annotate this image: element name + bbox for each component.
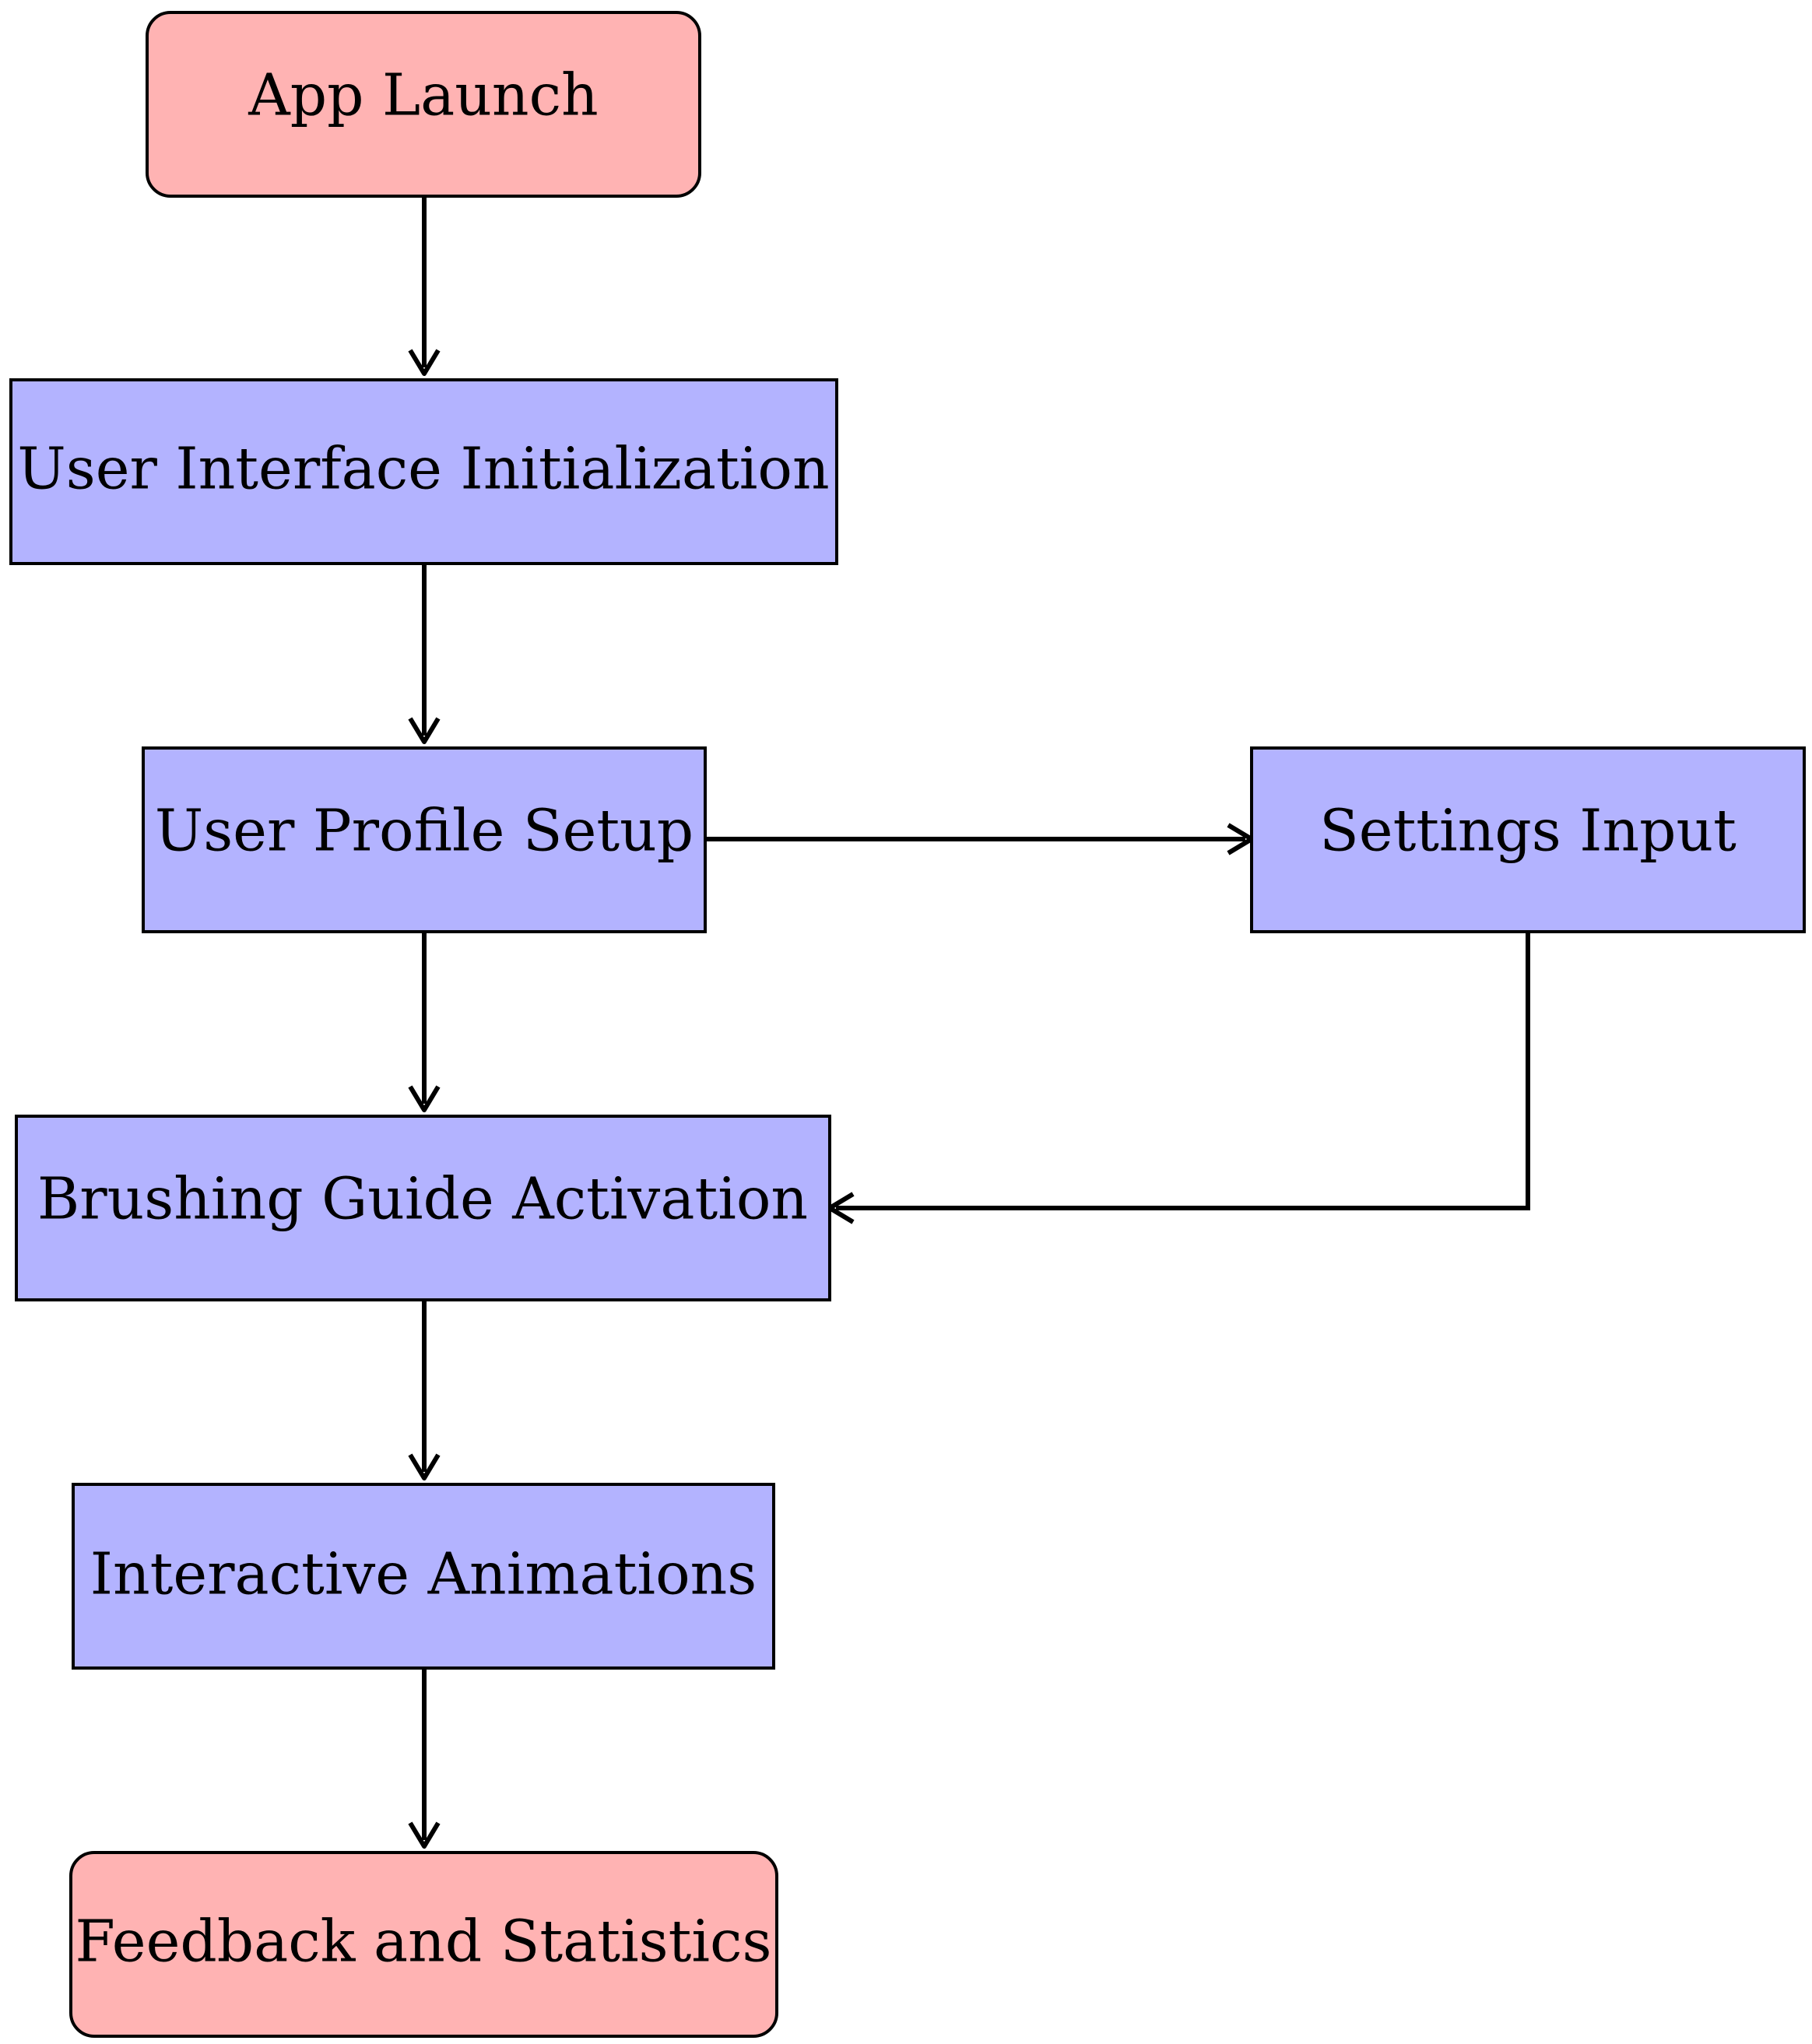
edge-brushing-guide-to-animations [408, 1300, 441, 1480]
node-profile-setup-label: User Profile Setup [155, 797, 694, 864]
edge-app-launch-to-ui-init [408, 196, 441, 376]
node-ui-init: User Interface Initialization [9, 378, 838, 565]
node-settings-input: Settings Input [1250, 746, 1806, 933]
node-brushing-guide-label: Brushing Guide Activation [37, 1165, 808, 1232]
node-animations-label: Interactive Animations [90, 1540, 757, 1607]
node-settings-input-label: Settings Input [1319, 797, 1736, 864]
edge-ui-init-to-profile-setup [408, 564, 441, 744]
nodes: App Launch User Interface Initialization… [9, 11, 1806, 2038]
node-animations-box [72, 1483, 775, 1670]
edge-profile-setup-to-settings-input [705, 823, 1254, 855]
node-settings-input-box [1250, 746, 1806, 933]
node-feedback: Feedback and Statistics [69, 1851, 778, 2038]
node-animations: Interactive Animations [72, 1483, 775, 1670]
edge-animations-to-feedback [408, 1668, 441, 1849]
node-brushing-guide: Brushing Guide Activation [15, 1115, 831, 1301]
node-profile-setup: User Profile Setup [142, 746, 707, 933]
edge-settings-input-to-brushing-guide [827, 932, 1530, 1224]
node-brushing-guide-box [15, 1115, 831, 1301]
node-app-launch: App Launch [146, 11, 701, 198]
node-ui-init-box [9, 378, 838, 565]
node-app-launch-label: App Launch [248, 61, 598, 128]
node-feedback-label: Feedback and Statistics [76, 1908, 772, 1975]
node-ui-init-label: User Interface Initialization [17, 435, 829, 502]
edges [408, 196, 1530, 1849]
node-app-launch-box [146, 11, 701, 198]
edge-profile-setup-to-brushing-guide [408, 932, 441, 1112]
node-feedback-box [69, 1851, 778, 2038]
node-profile-setup-box [142, 746, 707, 933]
